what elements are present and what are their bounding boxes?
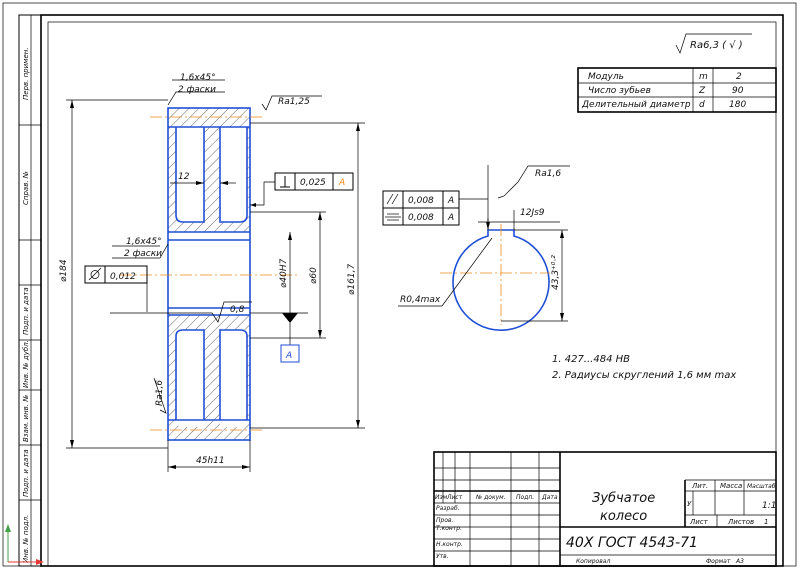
svg-text:Лист: Лист: [689, 518, 709, 526]
dim-root: ⌀161,7: [347, 264, 357, 295]
tolerance-frames: 0,008 A 0,008 A: [382, 165, 490, 230]
svg-text:A: A: [338, 178, 345, 188]
dim-outer: ⌀184: [59, 259, 69, 282]
dim-hub: ⌀60: [309, 267, 319, 284]
svg-text:Масса: Масса: [720, 482, 742, 490]
svg-text:Утв.: Утв.: [436, 553, 449, 560]
runout-frame: 0,012: [84, 265, 148, 312]
section-roughness: Ra1,6: [535, 169, 561, 179]
dim-width: 45h11: [196, 456, 225, 466]
title-block: Изм Лист № докум. Подп. Дата Разраб. Про…: [433, 451, 777, 567]
svg-text:Н.контр.: Н.контр.: [436, 541, 463, 548]
gear-section: [120, 107, 300, 441]
note-line: 2. Радиусы скруглений 1,6 мм max: [552, 370, 736, 381]
svg-text:У: У: [687, 500, 692, 508]
stamp-inv-dubl: Инв. № дубл.: [22, 340, 30, 388]
stamp-inv-podl: Инв. № подл.: [22, 515, 30, 563]
stamp-podp1: Подп. и дата: [22, 287, 30, 335]
scale-value: 1:1: [762, 501, 776, 511]
param-symbol: Z: [698, 86, 706, 96]
datum-label: A: [285, 351, 292, 361]
dim-bore: ⌀40H7: [279, 258, 289, 288]
stamp-perv: Перв. примен.: [22, 47, 30, 100]
bore-roughness: 0,8: [230, 305, 245, 315]
keyway-depth: 43,3⁺⁰·²: [551, 255, 561, 290]
svg-text:A: A: [447, 196, 454, 206]
svg-text:Копировал: Копировал: [576, 558, 610, 565]
svg-text:Т.контр.: Т.контр.: [436, 525, 462, 532]
svg-text:Пров.: Пров.: [436, 517, 454, 524]
stamp-podp2: Подп. и дата: [22, 449, 30, 497]
chamfer-top-note: 2 фаски: [178, 85, 216, 95]
param-name: Модуль: [588, 72, 624, 82]
stamp-sprav: Справ. №: [22, 171, 30, 205]
svg-text:Ra6,3 ( √ ): Ra6,3 ( √ ): [690, 40, 743, 51]
chamfer-mid-note: 2 фаски: [124, 249, 162, 259]
part-name: Зубчатое: [592, 491, 655, 506]
param-value: 180: [729, 100, 746, 110]
svg-text:Масштаб: Масштаб: [747, 483, 776, 490]
svg-text:0,012: 0,012: [110, 272, 136, 282]
dim-web: 12: [178, 172, 190, 182]
param-value: 90: [732, 86, 744, 96]
svg-text:0,025: 0,025: [300, 178, 326, 188]
svg-text:№ докум.: № докум.: [475, 494, 506, 501]
part-name: колесо: [600, 509, 647, 524]
svg-text:Лит.: Лит.: [691, 482, 708, 490]
material: 40Х ГОСТ 4543-71: [566, 535, 698, 551]
param-symbol: m: [699, 72, 708, 82]
param-value: 2: [736, 72, 742, 82]
chamfer-mid: 1,6x45°: [126, 237, 162, 247]
svg-text:Лист: Лист: [446, 494, 463, 501]
side-stamp: Перв. примен. Справ. № Подп. и дата Инв.…: [18, 14, 42, 567]
svg-text:1: 1: [764, 518, 768, 526]
svg-text:Дата: Дата: [541, 494, 558, 501]
param-name: Число зубьев: [588, 86, 651, 96]
svg-text:Формат: Формат: [706, 558, 731, 565]
fillet-radius: R0,4max: [400, 295, 441, 305]
param-symbol: d: [699, 100, 705, 110]
svg-text:A: A: [447, 213, 454, 223]
stamp-vzam: Взам. инв. №: [22, 394, 30, 442]
svg-text:Разраб.: Разраб.: [436, 505, 460, 512]
svg-text:А3: А3: [735, 558, 744, 565]
axis-indicator: [5, 524, 44, 565]
roughness-general: Ra6,3 ( √ ): [675, 33, 752, 54]
perp-frame: 0,025 A: [250, 172, 354, 207]
chamfer-top: 1,6x45°: [180, 73, 216, 83]
svg-text:0,008: 0,008: [408, 213, 434, 223]
roughness-teeth: Ra1,25: [278, 97, 310, 107]
svg-text:Листов: Листов: [727, 518, 754, 526]
param-name: Делительный диаметр: [581, 100, 691, 110]
technical-notes: 1. 427...484 HB 2. Радиусы скруглений 1,…: [552, 354, 736, 381]
keyway-section: 0,008 A 0,008 A Ra1,6 12Js9 43,3⁺⁰·² R0,…: [382, 165, 570, 332]
svg-text:Подп.: Подп.: [516, 494, 534, 501]
svg-text:0,008: 0,008: [408, 196, 434, 206]
parameter-table: Модуль m 2 Число зубьев Z 90 Делительный…: [577, 67, 777, 113]
keyway-width: 12Js9: [520, 208, 545, 218]
svg-text:Изм: Изм: [435, 494, 448, 501]
left-roughness: Ra1,6: [155, 380, 165, 406]
gear-dimensions: ⌀184 ⌀161,7 ⌀60 ⌀40H7 45h11 1,6x45° 2 фа…: [59, 73, 365, 472]
note-line: 1. 427...484 HB: [552, 354, 630, 365]
